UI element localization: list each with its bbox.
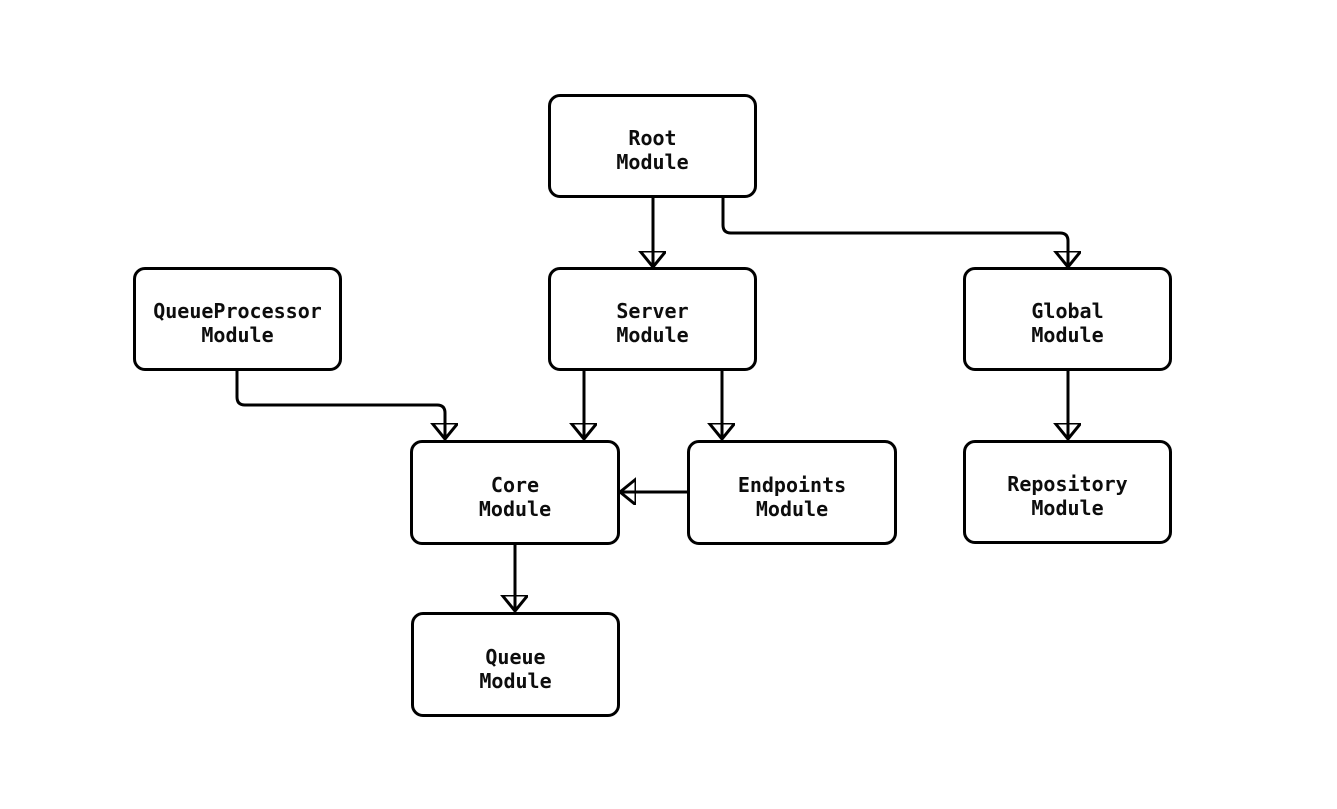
edge-queueprocessor-to-core <box>235 371 445 438</box>
node-queue-module: Queue Module <box>411 612 620 717</box>
node-label-line: Repository <box>1007 472 1128 496</box>
node-queueprocessor-module: QueueProcessor Module <box>133 267 342 371</box>
node-label-line: Module <box>201 323 274 347</box>
node-label-line: Root <box>628 126 677 150</box>
node-label-line: Module <box>616 150 689 174</box>
node-label-line: Global <box>1031 299 1104 323</box>
node-label-line: Module <box>616 323 689 347</box>
node-core-module: Core Module <box>410 440 620 545</box>
node-endpoints-module: Endpoints Module <box>687 440 897 545</box>
node-label-line: Module <box>1031 323 1104 347</box>
node-repository-module: Repository Module <box>963 440 1172 544</box>
node-label-line: Module <box>1031 496 1104 520</box>
node-global-module: Global Module <box>963 267 1172 371</box>
node-label-line: QueueProcessor <box>153 299 322 323</box>
node-label-line: Queue <box>485 644 546 669</box>
node-label-line: Module <box>479 668 552 693</box>
node-label-line: Server <box>616 299 689 323</box>
node-label-line: Endpoints <box>737 472 847 497</box>
edge-root-to-global <box>721 197 1068 266</box>
node-label-line: Module <box>755 496 829 521</box>
node-label-line: Module <box>478 496 552 521</box>
node-server-module: Server Module <box>548 267 757 371</box>
node-root-module: Root Module <box>548 94 757 198</box>
node-label-line: Core <box>490 472 540 497</box>
